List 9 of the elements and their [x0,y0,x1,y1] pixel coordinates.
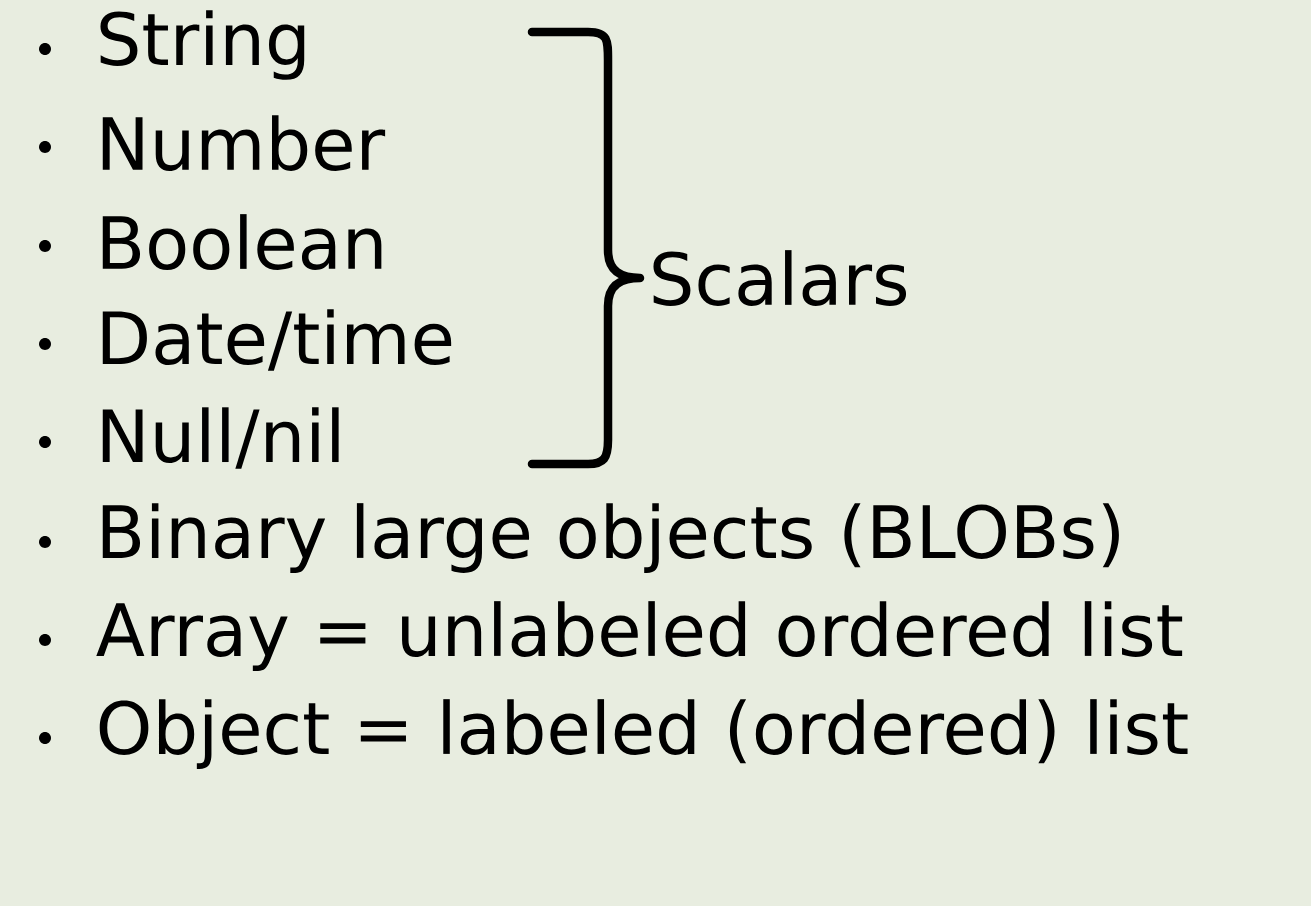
list-item: Null/nil [102,407,339,469]
list-item: Object = labeled (ordered) list [99,699,1188,769]
list-item: String [100,10,305,80]
list-item: Array = unlabeled ordered list [96,601,1183,671]
list-item: Boolean [102,214,382,270]
list-item: Number [102,115,386,171]
list-item: Binary large objects (BLOBs) [102,503,1119,573]
list-item: Date/time [102,309,452,371]
list-item: Scalars [653,250,907,306]
